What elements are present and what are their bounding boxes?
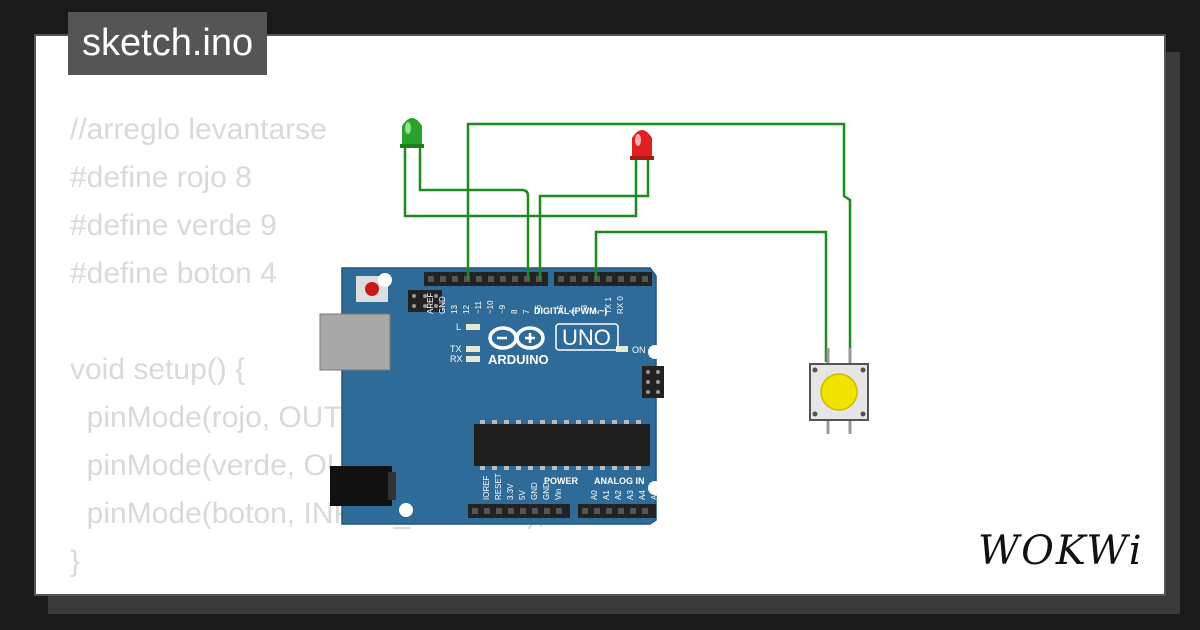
wires (403, 122, 852, 362)
pushbutton[interactable] (809, 348, 869, 434)
pin-label: TX 1 (604, 297, 613, 314)
mounting-hole (648, 345, 662, 359)
mounting-hole (399, 503, 413, 517)
red-led[interactable] (630, 130, 654, 160)
icsp-header (408, 290, 442, 312)
uno-model: UNO (562, 325, 611, 350)
power-jack-icon (330, 466, 392, 506)
pin-label: ~5 (556, 304, 565, 314)
pin-label: AREF (426, 293, 435, 314)
pin-label: IOREF (482, 475, 491, 500)
pin-label: A5 (650, 490, 659, 500)
pin-label: ~6 (534, 304, 543, 314)
l-label: L (456, 322, 461, 332)
pin-label: GND (530, 482, 539, 500)
on-label: ON (632, 345, 646, 355)
pin-label: 7 (522, 309, 531, 314)
green-led[interactable] (400, 118, 424, 148)
mounting-hole (648, 481, 662, 495)
code-line: //arreglo levantarse (70, 113, 327, 146)
wokwi-logo: WOKWi (978, 528, 1144, 574)
pin-label: 12 (462, 305, 471, 314)
pin-label: ~9 (498, 304, 507, 314)
pin-label: ~11 (474, 300, 483, 314)
pin-label: A1 (602, 490, 611, 500)
wire-pin9-green-led[interactable] (418, 148, 530, 280)
pin-label: 13 (450, 305, 459, 314)
pin-label: 3.3V (506, 483, 515, 500)
rx-label: RX (450, 354, 463, 364)
digital-label: DIGITAL (PWM ~) (534, 306, 607, 316)
digital-header-right (554, 272, 652, 286)
pin-label: A0 (590, 490, 599, 500)
power-header (468, 504, 570, 518)
pin-label: ~10 (486, 300, 495, 314)
analog-label: ANALOG IN (594, 476, 645, 486)
analog-header (578, 504, 656, 518)
mounting-hole (378, 273, 392, 287)
pin-label: A2 (614, 490, 623, 500)
wire-pin4-button[interactable] (594, 230, 828, 362)
code-line: void setup() { (70, 353, 246, 386)
pin-label: RESET (494, 473, 503, 500)
wire-pin8-red-led[interactable] (538, 160, 650, 280)
pin-label: Vin (554, 489, 563, 500)
pin-label: GND (438, 296, 447, 314)
power-label: POWER (544, 476, 579, 486)
tx-label: TX (450, 344, 462, 354)
pin-label: ~3 (580, 304, 589, 314)
pin-label: 4 (568, 309, 577, 314)
pin-label: 8 (510, 309, 519, 314)
pin-label: A4 (638, 490, 647, 500)
arduino-logo-icon (488, 326, 545, 350)
atmega-chip (474, 424, 650, 466)
code-line: #define boton 4 (70, 257, 277, 290)
pin-label: 2 (592, 309, 601, 314)
code-line: } (70, 545, 81, 578)
usb-port-icon (319, 313, 391, 371)
code-line: #define rojo 8 (70, 161, 252, 194)
code-line: #define verde 9 (70, 209, 277, 242)
pin-label: A3 (626, 490, 635, 500)
pin-label: 5V (518, 490, 527, 500)
pin-label: RX 0 (616, 296, 625, 314)
wire-gnd-button[interactable] (466, 122, 852, 362)
wire-gnd-leds[interactable] (403, 148, 638, 218)
button-cap (820, 373, 858, 411)
arduino-brand: ARDUINO (488, 352, 549, 367)
pin-label: GND (542, 482, 551, 500)
file-title-tab: sketch.ino (68, 12, 268, 75)
digital-header-left (424, 272, 548, 286)
